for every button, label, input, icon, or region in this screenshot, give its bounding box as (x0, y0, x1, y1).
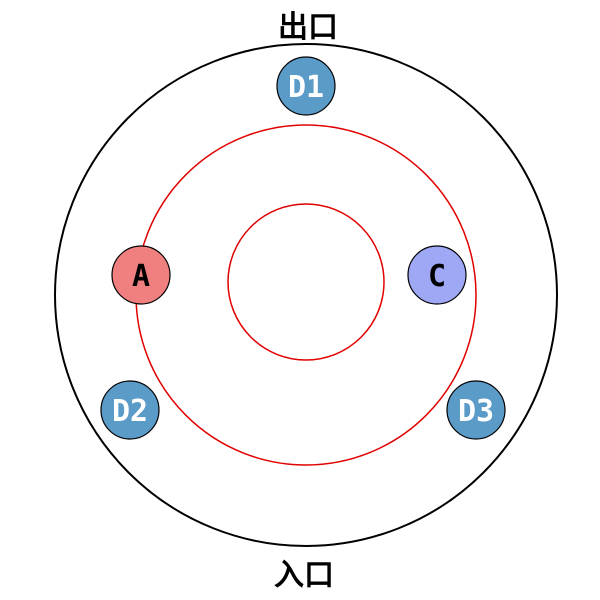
node-d3-label: D3 (458, 394, 494, 429)
node-d1-circle (276, 56, 336, 116)
inner-ring (227, 203, 385, 361)
node-d3: D3 (446, 380, 506, 440)
node-d2-circle (100, 380, 160, 440)
node-d3-circle (446, 380, 506, 440)
exit-label: 出口 (278, 10, 338, 45)
node-d2: D2 (100, 380, 160, 440)
node-c: C (407, 245, 467, 305)
node-d2-label: D2 (112, 394, 148, 429)
entrance-label: 入口 (274, 558, 334, 593)
node-d1-label: D1 (288, 70, 324, 105)
node-a: A (111, 245, 171, 305)
node-a-circle (111, 245, 171, 305)
node-c-label: C (428, 259, 446, 294)
node-a-label: A (132, 259, 150, 294)
outer-ring (54, 43, 558, 547)
node-c-circle (407, 245, 467, 305)
node-d1: D1 (276, 56, 336, 116)
